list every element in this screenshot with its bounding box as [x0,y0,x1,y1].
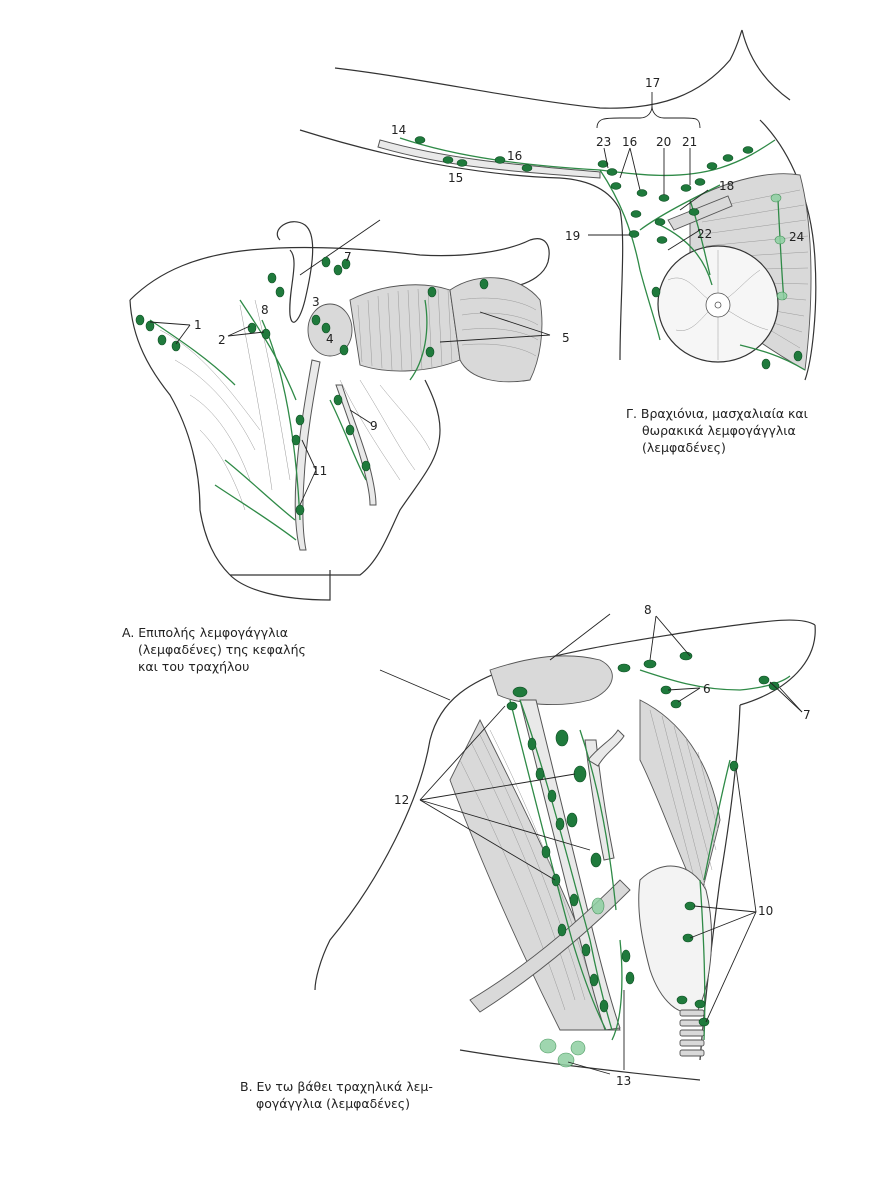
panel-g-arm-axilla [299,29,817,381]
panel-b-deep-cervical [314,613,816,1081]
caption-b: B. Εν τω βάθει τραχηλικά λεμ- φογάγγλια … [240,1078,433,1112]
caption-a-line1: A. Επιπολής λεμφογάγγλια [122,625,289,640]
label-18: 18 [719,179,734,193]
label-12: 12 [394,793,409,807]
label-2: 2 [218,333,226,347]
label-1: 1 [194,318,202,332]
label-20: 20 [656,135,671,149]
label-15: 15 [448,171,463,185]
label-6: 6 [703,682,711,696]
label-11: 11 [312,464,327,478]
label-16b: 16 [622,135,637,149]
caption-g-line2: θωρακικά λεμφογάγγλια [642,423,796,438]
panel-a-superficial-neck [129,219,551,601]
label-10: 10 [758,904,773,918]
label-22: 22 [697,227,712,241]
label-16a: 16 [507,149,522,163]
label-7a: 7 [344,250,352,264]
label-8b: 8 [644,603,652,617]
label-5: 5 [562,331,570,345]
caption-a: A. Επιπολής λεμφογάγγλια (λεμφαδένες) τη… [122,624,306,675]
label-9: 9 [370,419,378,433]
number-labels: 1 2 3 4 5 6 7 7 8 8 9 10 11 12 13 14 15 … [194,76,811,1088]
label-4: 4 [326,332,334,346]
label-19: 19 [565,229,580,243]
label-21: 21 [682,135,697,149]
label-14: 14 [391,123,406,137]
label-7b: 7 [803,708,811,722]
caption-b-line2: φογάγγλια (λεμφαδένες) [256,1096,410,1111]
label-13: 13 [616,1074,631,1088]
label-23: 23 [596,135,611,149]
caption-b-line1: B. Εν τω βάθει τραχηλικά λεμ- [240,1079,433,1094]
label-17: 17 [645,76,660,90]
label-8a: 8 [261,303,269,317]
label-3: 3 [312,295,320,309]
caption-g-line1: Γ. Βραχιόνια, μασχαλιαία και [626,406,808,421]
caption-g: Γ. Βραχιόνια, μασχαλιαία και θωρακικά λε… [626,405,808,456]
caption-a-line2: (λεμφαδένες) της κεφαλής [138,642,306,657]
label-24: 24 [789,230,804,244]
caption-a-line3: και του τραχήλου [138,659,250,674]
caption-g-line3: (λεμφαδένες) [642,440,726,455]
